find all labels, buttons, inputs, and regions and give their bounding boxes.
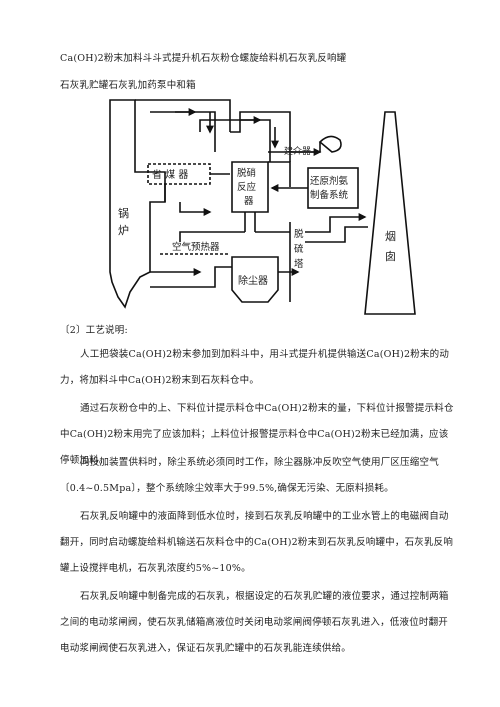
header-line-2: 石灰乳贮罐石灰乳加药泵中和箱 xyxy=(60,80,196,91)
boiler-label-1: 锅 xyxy=(118,207,129,220)
chimney-label-1: 烟 xyxy=(385,229,396,243)
reducing-agent-label-1: 还原剂氨 xyxy=(310,175,349,187)
denitration-label-1: 脱硝 xyxy=(237,167,256,179)
coal-saver: 省 煤 器 xyxy=(147,163,211,185)
boiler: 锅 炉 xyxy=(109,99,166,309)
dust-collector: 除尘器 xyxy=(231,256,279,303)
reducing-agent-system: 还原剂氨 制备系统 xyxy=(307,167,359,209)
header-line-1: Ca(OH)2粉末加料斗斗式提升机石灰粉仓螺旋给料机石灰乳反响罐 xyxy=(60,53,347,64)
desulfurization-label-2: 硫 xyxy=(294,243,304,255)
chimney-label-2: 囱 xyxy=(385,250,396,263)
desulfurization-label-3: 塔 xyxy=(294,258,304,270)
section-heading: 〔2〕工艺说明: xyxy=(60,325,128,336)
paragraph-3: 向投加装置供料时，除尘系统必须同时工作，除尘器脉冲反吹空气使用厂区压缩空气〔0.… xyxy=(60,457,439,494)
denitration-reactor: 脱硝 反应 器 xyxy=(231,161,269,213)
denitration-label-2: 反应 xyxy=(237,181,257,193)
paragraph-5: 石灰乳反响罐中制备完成的石灰乳，根据设定的石灰乳贮罐的液位要求，通过控制两箱之间… xyxy=(60,591,449,654)
reducing-agent-label-2: 制备系统 xyxy=(310,189,349,201)
desulfurization-tower: 脱 硫 塔 xyxy=(289,222,304,302)
dust-collector-label: 除尘器 xyxy=(238,274,268,287)
paragraph-1: 人工把袋装Ca(OH)2粉末参加到加料斗中，用斗式提升机提供输送Ca(OH)2粉… xyxy=(60,349,450,386)
coal-saver-label: 省 煤 器 xyxy=(152,168,188,181)
reagent-device: 建介器 xyxy=(284,135,342,157)
boiler-label-2: 炉 xyxy=(118,224,129,237)
air-preheater: 空气预热器 xyxy=(160,241,230,255)
process-flow-diagram: 锅 炉 省 煤 器 脱硝 反应 器 建介器 还原剂氨 制备系统 烟 囱 xyxy=(109,99,416,315)
air-preheater-label: 空气预热器 xyxy=(172,241,220,253)
chimney: 烟 囱 xyxy=(364,111,416,315)
paragraph-2: 通过石灰粉仓中的上、下料位计提示料仓中Ca(OH)2粉末的量，下料位计报警提示料… xyxy=(60,403,454,466)
reagent-label: 建介器 xyxy=(284,145,311,157)
denitration-label-3: 器 xyxy=(244,196,254,207)
desulfurization-label-1: 脱 xyxy=(294,228,304,240)
paragraph-4: 石灰乳反响罐中的液面降到低水位时，接到石灰乳反响罐中的工业水管上的电磁阀自动翻开… xyxy=(60,511,454,574)
